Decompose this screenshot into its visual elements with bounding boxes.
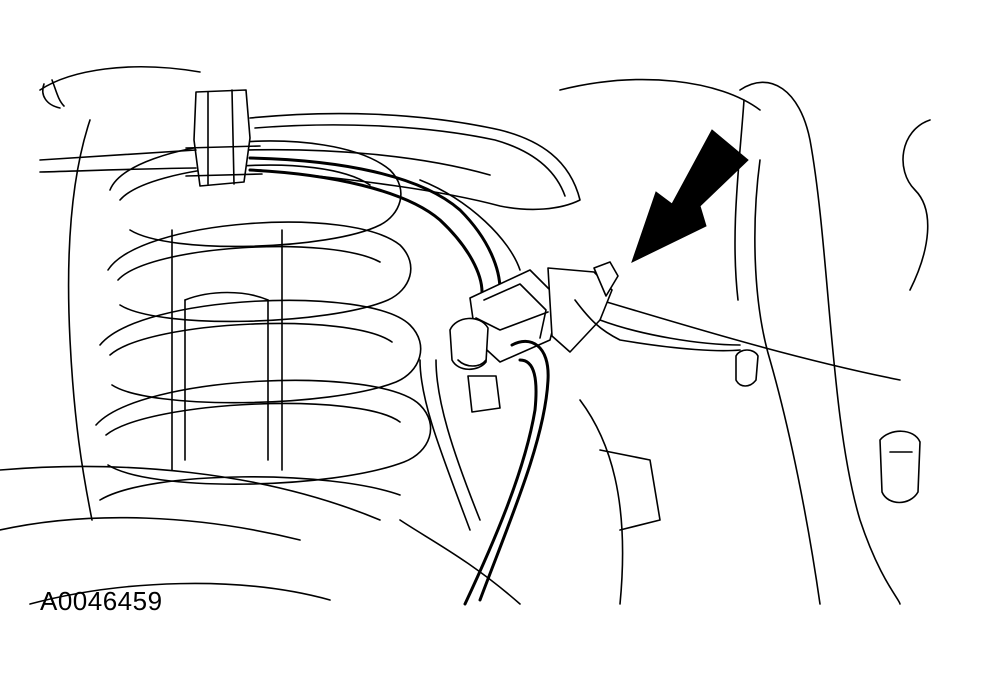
- sensor-bolt: [449, 317, 501, 413]
- shock-absorber: [171, 229, 283, 471]
- wire-bundle: [39, 149, 521, 294]
- sensor-connector: [469, 261, 741, 363]
- steering-knuckle: [399, 81, 901, 605]
- knuckle-bolts: [735, 349, 921, 504]
- callout-arrow-icon: [631, 129, 749, 263]
- coil-spring: [95, 140, 432, 501]
- background-panels: [0, 66, 931, 605]
- sensor-cable: [419, 339, 550, 606]
- hose-bracket: [185, 89, 263, 187]
- upper-control-arm: [244, 112, 581, 211]
- figure-id-label: A0046459: [40, 586, 163, 616]
